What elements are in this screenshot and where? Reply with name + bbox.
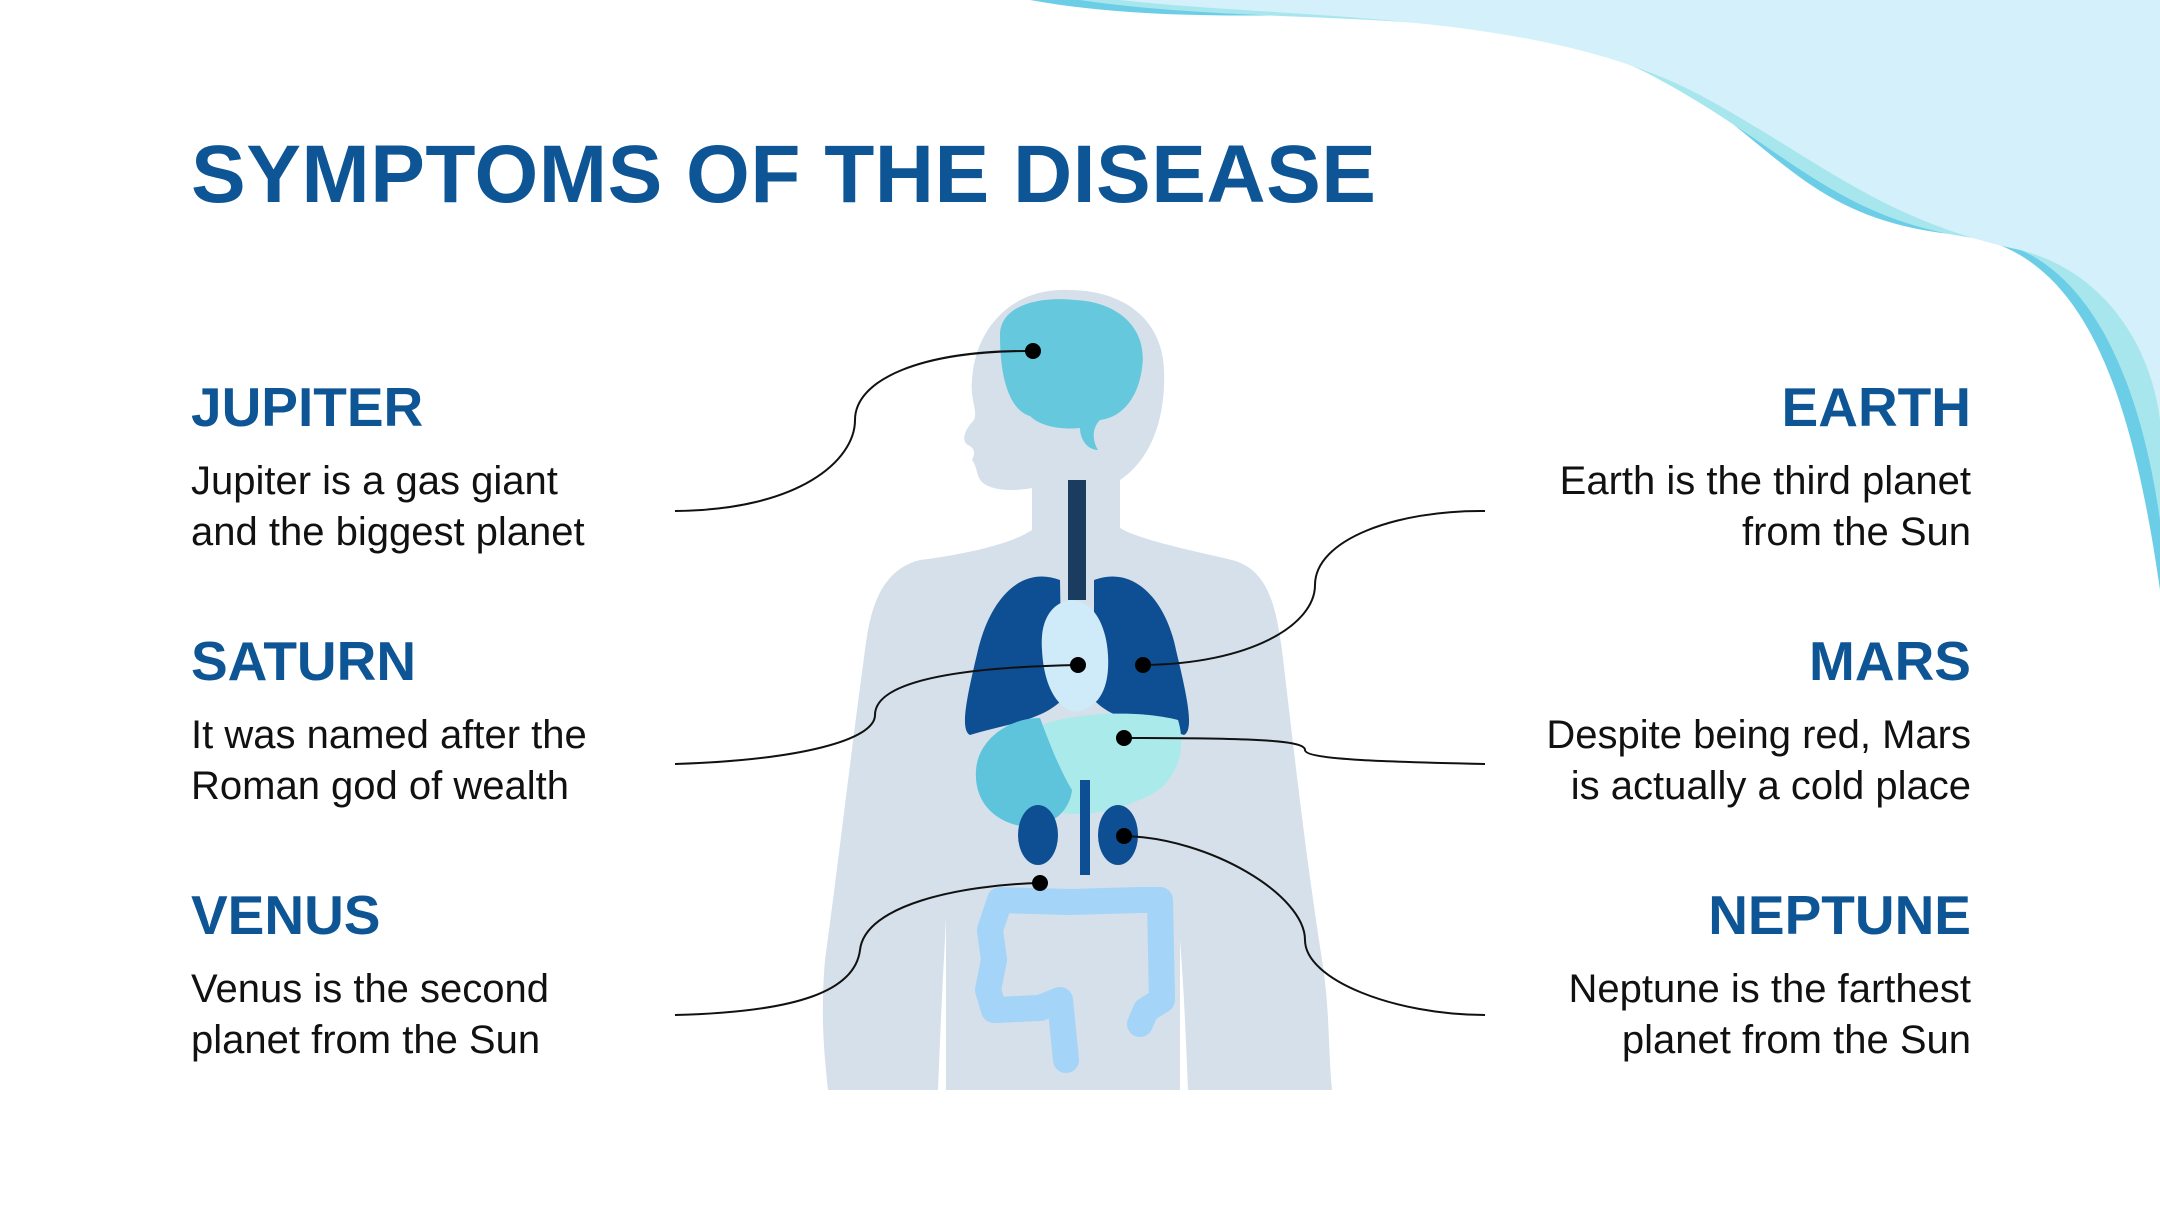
item-heading: SATURN [191, 630, 417, 692]
marker-dot-kidneys [1116, 828, 1132, 844]
right-lung-organ [1094, 576, 1190, 735]
marker-dot-brain [1025, 343, 1041, 359]
trachea [1068, 480, 1086, 600]
item-jupiter: JUPITER Jupiter is a gas giant and the b… [191, 376, 711, 558]
item-text: It was named after the Roman god of weal… [191, 713, 587, 808]
item-earth: EARTH Earth is the third planet from the… [1451, 376, 1971, 558]
marker-dot-lungs [1135, 657, 1151, 673]
item-text: Jupiter is a gas giant and the biggest p… [191, 459, 585, 554]
intestine-organ [975, 887, 1175, 1073]
connector-jupiter [674, 349, 1034, 512]
connector-neptune [1123, 835, 1486, 1016]
item-heading: NEPTUNE [1708, 884, 1971, 946]
item-text: Neptune is the farthest planet from the … [1568, 967, 1971, 1062]
item-venus: VENUS Venus is the second planet from th… [191, 884, 711, 1066]
connector-venus [674, 882, 1041, 1016]
item-heading: EARTH [1781, 376, 1971, 438]
item-text: Despite being red, Mars is actually a co… [1546, 713, 1971, 808]
stomach-organ [975, 718, 1072, 827]
marker-dot-liver [1116, 730, 1132, 746]
item-heading: VENUS [191, 884, 381, 946]
marker-dot-heart [1070, 657, 1086, 673]
left-lung-organ [964, 576, 1062, 735]
connector-saturn [674, 664, 1079, 765]
item-saturn: SATURN It was named after the Roman god … [191, 630, 711, 812]
item-mars: MARS Despite being red, Mars is actually… [1451, 630, 1971, 812]
item-heading: JUPITER [191, 376, 424, 438]
page-title: SYMPTOMS OF THE DISEASE [191, 129, 1377, 220]
item-heading: MARS [1809, 630, 1971, 692]
connector-mars [1123, 737, 1486, 765]
item-text: Earth is the third planet from the Sun [1559, 459, 1971, 554]
heart-organ [1041, 600, 1109, 712]
item-neptune: NEPTUNE Neptune is the farthest planet f… [1451, 884, 1971, 1066]
brain-organ [1000, 299, 1143, 450]
item-text: Venus is the second planet from the Sun [191, 967, 550, 1062]
marker-dot-intestine [1032, 875, 1048, 891]
connector-earth [1142, 509, 1486, 666]
